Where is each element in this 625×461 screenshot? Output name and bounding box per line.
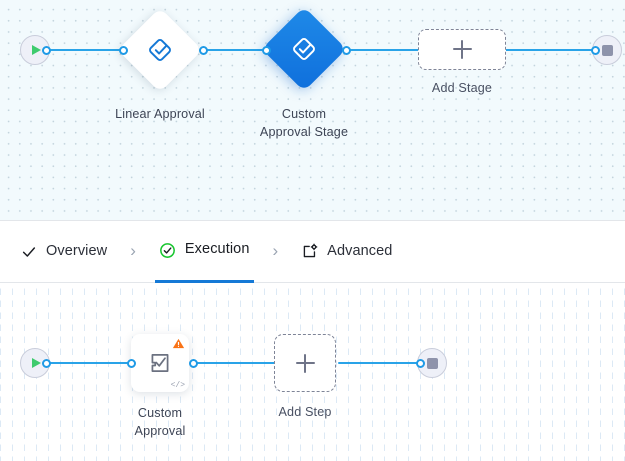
stage-node-label-linear-approval: Linear Approval bbox=[115, 107, 205, 121]
port-linear-approval-out[interactable] bbox=[199, 45, 208, 55]
tab-advanced[interactable]: Advanced bbox=[297, 221, 396, 283]
play-icon bbox=[32, 358, 41, 368]
edge-add-stage-to-end bbox=[505, 48, 595, 52]
stage-node-label-custom-approval-stage: Custom Approval Stage bbox=[259, 107, 349, 139]
tab-separator: › bbox=[272, 241, 279, 260]
tab-label-advanced: Advanced bbox=[327, 242, 393, 259]
window-gear-icon bbox=[301, 243, 318, 260]
check-icon bbox=[20, 243, 37, 260]
stage-graph-canvas[interactable]: Linear Approval Custom Approval Stage Ad… bbox=[0, 0, 625, 220]
plus-icon bbox=[295, 353, 315, 373]
plus-icon bbox=[452, 40, 472, 59]
approval-diamond-icon bbox=[146, 36, 174, 64]
add-stage-button[interactable] bbox=[418, 29, 506, 70]
edge-custom-approval-step-to-add-step bbox=[193, 361, 277, 365]
step-graph-canvas[interactable]: </> Custom Approval Add Step bbox=[0, 283, 625, 461]
approval-diamond-icon bbox=[290, 35, 318, 63]
edge-linear-to-custom-approval bbox=[202, 48, 277, 52]
stage-node-custom-approval-stage[interactable] bbox=[261, 6, 347, 92]
check-circle-icon bbox=[159, 242, 176, 259]
port-custom-approval-stage-in[interactable] bbox=[262, 45, 271, 55]
add-step-label: Add Step bbox=[278, 405, 332, 419]
tab-separator: › bbox=[130, 241, 136, 260]
port-step-end-in[interactable] bbox=[416, 358, 425, 368]
code-badge-icon: </> bbox=[170, 381, 185, 390]
tab-label-execution: Execution bbox=[184, 241, 250, 258]
step-node-label-custom-approval: Custom Approval bbox=[134, 406, 186, 438]
edge-add-step-to-end bbox=[338, 361, 428, 365]
tab-overview[interactable]: Overview bbox=[16, 221, 111, 283]
warning-triangle-icon bbox=[172, 337, 185, 350]
edge-custom-approval-to-add-stage bbox=[338, 48, 423, 52]
add-stage-label: Add Stage bbox=[431, 81, 493, 95]
port-stage-end-in[interactable] bbox=[591, 45, 600, 55]
port-linear-approval-in[interactable] bbox=[119, 45, 128, 55]
add-step-button[interactable] bbox=[274, 334, 336, 392]
tab-execution[interactable]: Execution bbox=[154, 221, 254, 283]
port-custom-approval-step-out[interactable] bbox=[189, 358, 198, 368]
edge-start-to-custom-approval-step bbox=[45, 361, 130, 365]
stage-node-linear-approval[interactable] bbox=[117, 7, 203, 93]
play-icon bbox=[32, 45, 41, 55]
stop-icon bbox=[601, 44, 613, 56]
tab-label-overview: Overview bbox=[46, 242, 108, 259]
port-custom-approval-stage-out[interactable] bbox=[342, 45, 351, 55]
edge-start-to-linear-approval bbox=[45, 48, 123, 52]
port-stage-start-out[interactable] bbox=[42, 45, 51, 55]
port-custom-approval-step-in[interactable] bbox=[127, 358, 136, 368]
stop-icon bbox=[426, 357, 438, 369]
step-node-custom-approval[interactable]: </> bbox=[131, 334, 189, 392]
stage-config-tabs: Overview › Execution › Advanced bbox=[0, 220, 625, 283]
port-step-start-out[interactable] bbox=[42, 358, 51, 368]
approval-note-check-icon bbox=[147, 350, 173, 376]
